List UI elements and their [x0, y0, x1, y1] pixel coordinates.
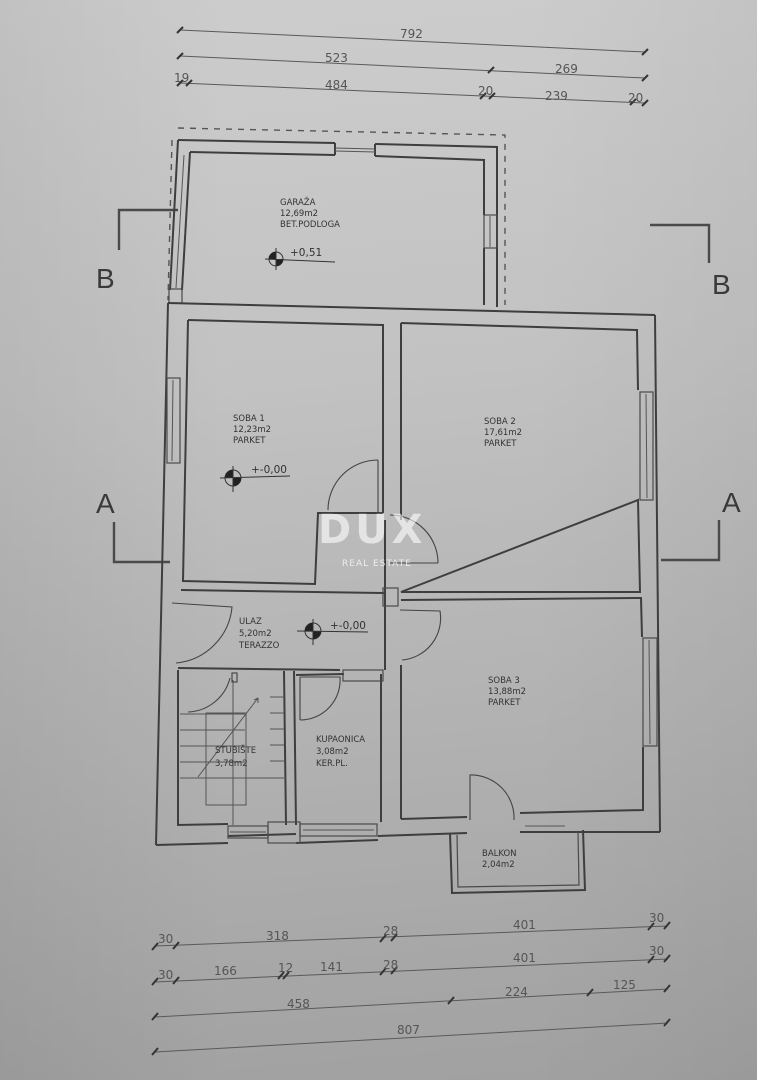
dux-watermark: DUX REAL ESTATE	[318, 507, 427, 569]
dim-bottom-r2-30a: 30	[158, 968, 173, 982]
dim-bottom-r2-30b: 30	[649, 944, 664, 958]
dim-bottom-r3-224: 224	[505, 985, 528, 999]
dim-top-523: 523	[325, 51, 348, 65]
svg-text:3,78m2: 3,78m2	[215, 759, 248, 769]
dim-top-269: 269	[555, 62, 578, 76]
room-label-soba-3: SOBA 3 13,88m2 PARKET	[488, 676, 526, 708]
dim-bottom-r3-125: 125	[613, 978, 636, 992]
room-label-soba-1: SOBA 1 12,23m2 PARKET	[233, 414, 271, 446]
dim-top-20a: 20	[478, 84, 493, 98]
svg-text:17,61m2: 17,61m2	[484, 428, 522, 438]
svg-text:SOBA 1: SOBA 1	[233, 414, 265, 424]
svg-text:2,04m2: 2,04m2	[482, 860, 515, 870]
room-label-stubiste: STUBIŠTE 3,78m2	[215, 744, 256, 769]
dim-bottom-r2-401: 401	[513, 951, 536, 965]
section-marker-a-left: A	[96, 488, 170, 564]
room-kupaonica	[295, 669, 384, 822]
watermark-tagline: REAL ESTATE	[342, 559, 412, 569]
level-marker-ulaz: +-0,00	[296, 619, 369, 645]
level-value-ulaz: +-0,00	[330, 620, 366, 632]
top-dimensions: 792 523 269 19 484 20 239 20	[174, 26, 649, 107]
bottom-dimensions: 30 318 28 401 30 30 166 12 141 28 401 30…	[151, 911, 671, 1056]
svg-text:TERAZZO: TERAZZO	[238, 641, 280, 651]
dim-bottom-r4-807: 807	[397, 1023, 420, 1037]
room-label-kupaonica: KUPAONICA 3,08m2 KER.PL.	[316, 735, 365, 769]
dim-bottom-r2-28: 28	[383, 958, 398, 972]
level-value-soba-1: +-0,00	[251, 464, 287, 476]
dim-bottom-r2-12: 12	[278, 961, 293, 975]
dim-bottom-r1-30b: 30	[649, 911, 664, 925]
svg-text:SOBA 2: SOBA 2	[484, 417, 516, 427]
svg-text:SOBA 3: SOBA 3	[488, 676, 520, 686]
svg-text:A: A	[96, 488, 115, 519]
dim-bottom-r2-166: 166	[214, 964, 237, 978]
dim-bottom-r1-28: 28	[383, 924, 398, 938]
svg-text:3,08m2: 3,08m2	[316, 747, 349, 757]
svg-text:ULAZ: ULAZ	[239, 617, 262, 627]
dim-top-19: 19	[174, 71, 189, 85]
section-marker-b-left: B	[96, 208, 178, 294]
svg-text:BET.PODLOGA: BET.PODLOGA	[280, 220, 340, 230]
dim-bottom-r1-318: 318	[266, 929, 289, 943]
svg-text:12,23m2: 12,23m2	[233, 425, 271, 435]
svg-text:PARKET: PARKET	[233, 436, 266, 446]
watermark-brand: DUX	[318, 507, 427, 553]
svg-text:B: B	[96, 263, 115, 294]
svg-text:PARKET: PARKET	[488, 698, 521, 708]
section-marker-a-right: A	[661, 487, 741, 562]
svg-text:13,88m2: 13,88m2	[488, 687, 526, 697]
svg-text:KER.PL.: KER.PL.	[316, 759, 348, 769]
dim-bottom-r3-458: 458	[287, 997, 310, 1011]
dim-bottom-r1-30a: 30	[158, 932, 173, 946]
section-marker-b-right: B	[650, 223, 731, 300]
svg-text:12,69m2: 12,69m2	[280, 209, 318, 219]
room-label-balkon: BALKON 2,04m2	[482, 849, 517, 870]
room-soba-2	[389, 322, 654, 593]
dim-top-239: 239	[545, 89, 568, 103]
room-soba-3	[400, 596, 658, 827]
svg-text:5,20m2: 5,20m2	[239, 629, 272, 639]
bottom-windows	[227, 821, 378, 844]
room-label-ulaz: ULAZ 5,20m2 TERAZZO	[238, 617, 280, 651]
level-marker-garage: +0,51	[264, 247, 336, 270]
garage	[167, 127, 506, 307]
dim-bottom-r2-141: 141	[320, 960, 343, 974]
svg-text:PARKET: PARKET	[484, 439, 517, 449]
room-soba-1	[166, 319, 384, 586]
room-stubiste	[177, 670, 297, 827]
room-balkon	[449, 829, 587, 895]
level-value-garage: +0,51	[290, 247, 322, 259]
room-ulaz	[171, 520, 442, 671]
house-outer-walls	[155, 302, 661, 846]
svg-text:KUPAONICA: KUPAONICA	[316, 735, 365, 745]
dim-bottom-r1-401: 401	[513, 918, 536, 932]
level-marker-soba-1: +-0,00	[219, 464, 291, 492]
svg-text:B: B	[712, 269, 731, 300]
svg-text:BALKON: BALKON	[482, 849, 517, 859]
room-label-garaza: GARAŽA 12,69m2 BET.PODLOGA	[280, 196, 340, 230]
svg-text:GARAŽA: GARAŽA	[280, 196, 316, 208]
svg-text:STUBIŠTE: STUBIŠTE	[215, 744, 256, 756]
dim-top-484: 484	[325, 78, 348, 92]
room-label-soba-2: SOBA 2 17,61m2 PARKET	[484, 417, 522, 449]
dim-top-20b: 20	[628, 91, 643, 105]
svg-text:A: A	[722, 487, 741, 518]
dim-top-792: 792	[400, 27, 423, 41]
